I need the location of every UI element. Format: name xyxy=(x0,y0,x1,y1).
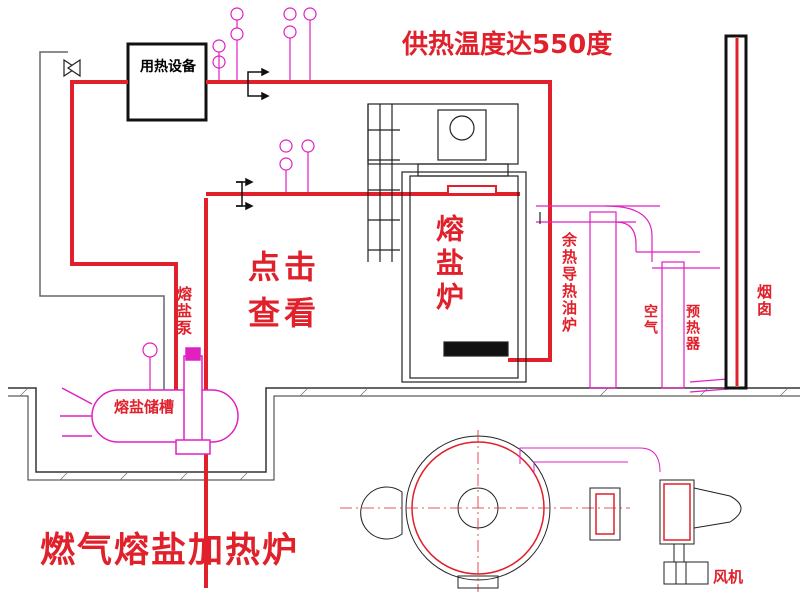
fan-label: 风机 xyxy=(713,568,744,586)
air-label: 空气 xyxy=(642,304,658,336)
molten-salt-tank[interactable] xyxy=(60,347,239,455)
molten-salt-pump-label: 熔盐泵 xyxy=(175,286,193,337)
ground xyxy=(8,387,800,481)
molten-salt-furnace[interactable] xyxy=(367,103,527,383)
valve-icon[interactable] xyxy=(63,58,81,78)
supply-temperature-heading: 供热温度达550度 xyxy=(402,30,613,60)
waste-heat-oil-furnace-label: 余热导热油炉 xyxy=(560,232,578,334)
instruments xyxy=(142,7,317,390)
flow-arrows xyxy=(236,67,270,211)
heat-user-label: 用热设备 xyxy=(140,59,196,75)
preheater-label: 预热器 xyxy=(684,304,700,352)
plan-view xyxy=(340,430,742,592)
return-line xyxy=(39,51,165,396)
chimney-label: 烟囱 xyxy=(755,284,773,318)
molten-salt-furnace-label: 熔盐炉 xyxy=(432,214,465,316)
molten-salt-tank-label: 熔盐储槽 xyxy=(114,398,175,416)
click-to-view-link[interactable]: 点击查看 xyxy=(248,248,321,332)
diagram-title: 燃气熔盐加热炉 xyxy=(40,531,300,571)
heat-user-box[interactable] xyxy=(126,42,208,122)
chimney[interactable] xyxy=(724,34,748,390)
